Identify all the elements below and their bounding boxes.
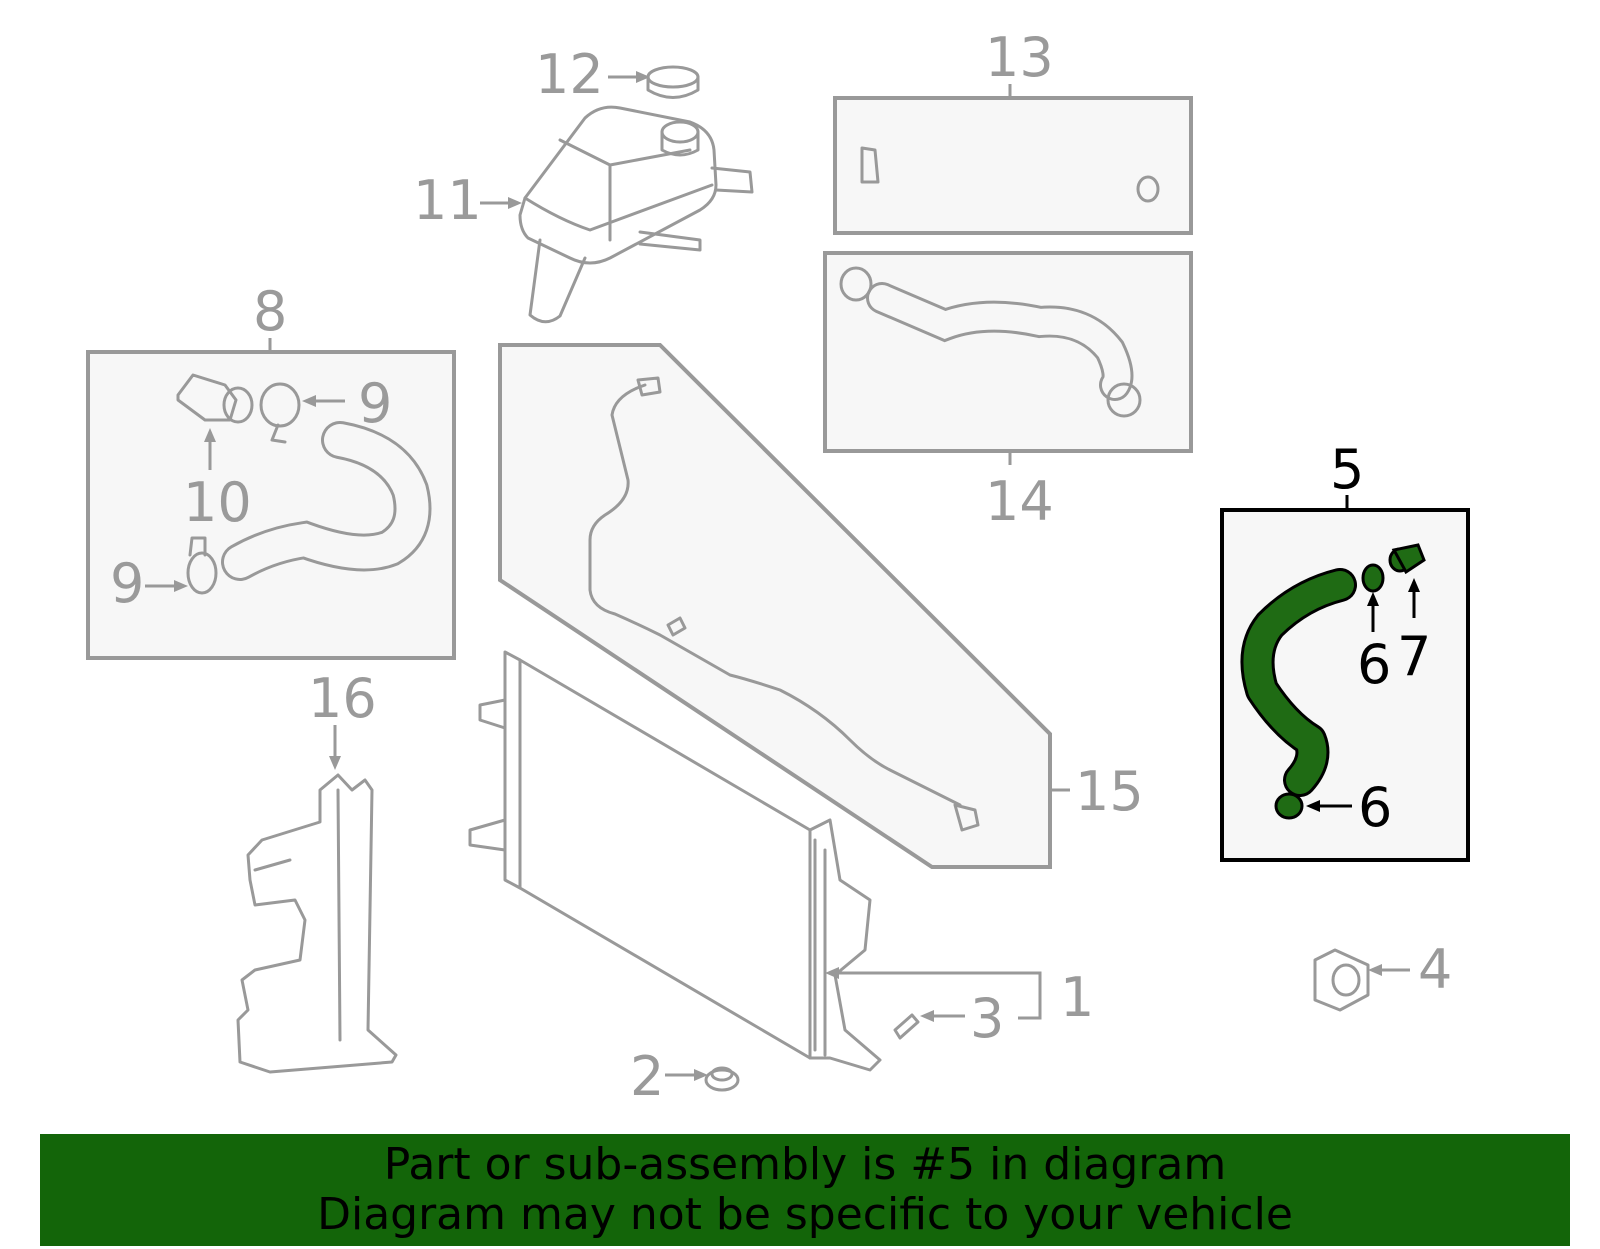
callout-2: 2: [630, 1045, 664, 1108]
arrow-2: [694, 1069, 708, 1081]
part-2-nut[interactable]: [704, 1066, 740, 1092]
part-15-hose-line[interactable]: [588, 376, 980, 832]
part-5-hose-highlighted[interactable]: [1240, 543, 1426, 820]
arrow-11: [508, 197, 522, 209]
part-12-reservoir-cap[interactable]: [646, 65, 700, 99]
part-14-hose[interactable]: [839, 266, 1142, 418]
callout-11: 11: [413, 169, 482, 232]
arrow-7: [1408, 578, 1420, 592]
callout-14: 14: [985, 470, 1054, 533]
callout-9-upper: 9: [358, 372, 392, 435]
part-16-shroud[interactable]: [236, 773, 398, 1074]
part-4-mount[interactable]: [1313, 948, 1370, 1012]
arrow-6-lower: [1306, 800, 1320, 812]
arrow-9-upper: [302, 395, 316, 407]
callout-10: 10: [183, 471, 252, 534]
box-8: [86, 350, 456, 660]
callout-3: 3: [970, 987, 1004, 1050]
callout-12: 12: [535, 43, 604, 106]
callout-5: 5: [1330, 438, 1364, 501]
arrow-9-lower: [174, 580, 188, 592]
arrow-4: [1368, 964, 1382, 976]
arrow-16: [329, 756, 341, 770]
part-8-hose[interactable]: [221, 421, 432, 581]
info-banner: Part or sub-assembly is #5 in diagram Di…: [40, 1134, 1570, 1246]
callout-7: 7: [1397, 625, 1431, 688]
part-10-fitting[interactable]: [176, 373, 254, 424]
box-15: [498, 343, 1052, 869]
callout-6-upper: 6: [1357, 633, 1391, 696]
part-9-clamp-lower[interactable]: [186, 536, 218, 595]
callout-13: 13: [985, 26, 1054, 89]
leader-1: [835, 971, 1042, 1020]
arrow-3: [920, 1010, 934, 1022]
callout-8: 8: [253, 280, 287, 343]
callout-16: 16: [308, 667, 377, 730]
arrow-10: [204, 428, 216, 442]
callout-6-lower: 6: [1358, 776, 1392, 839]
part-3-fitting[interactable]: [893, 1013, 920, 1040]
banner-line-1: Part or sub-assembly is #5 in diagram: [383, 1139, 1227, 1190]
callout-15: 15: [1075, 760, 1144, 823]
callout-4: 4: [1418, 938, 1452, 1001]
part-11-coolant-reservoir[interactable]: [518, 105, 754, 324]
callout-9-lower: 9: [110, 552, 144, 615]
arrow-1: [825, 967, 839, 979]
arrow-12: [636, 71, 650, 83]
part-13-hose[interactable]: [860, 121, 1160, 203]
part-9-clamp-upper[interactable]: [259, 382, 301, 444]
banner-line-2: Diagram may not be specific to your vehi…: [317, 1189, 1293, 1240]
arrow-6-upper: [1367, 592, 1379, 606]
callout-1: 1: [1060, 966, 1094, 1029]
